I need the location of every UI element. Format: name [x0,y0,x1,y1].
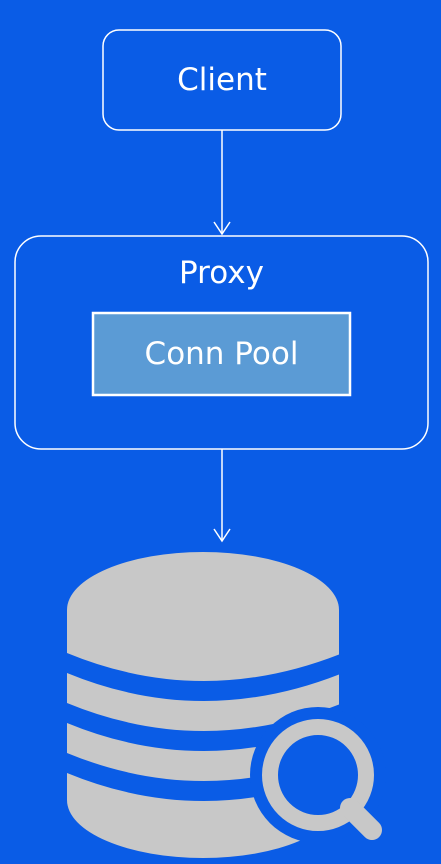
proxy-label: Proxy [179,255,264,291]
conn-pool-label: Conn Pool [144,336,299,372]
client-label: Client [177,62,267,98]
database-search-icon [67,552,386,858]
conn-pool-node [91,311,352,397]
arrow-proxy-to-database [213,449,231,543]
arrow-client-to-proxy [213,130,231,236]
